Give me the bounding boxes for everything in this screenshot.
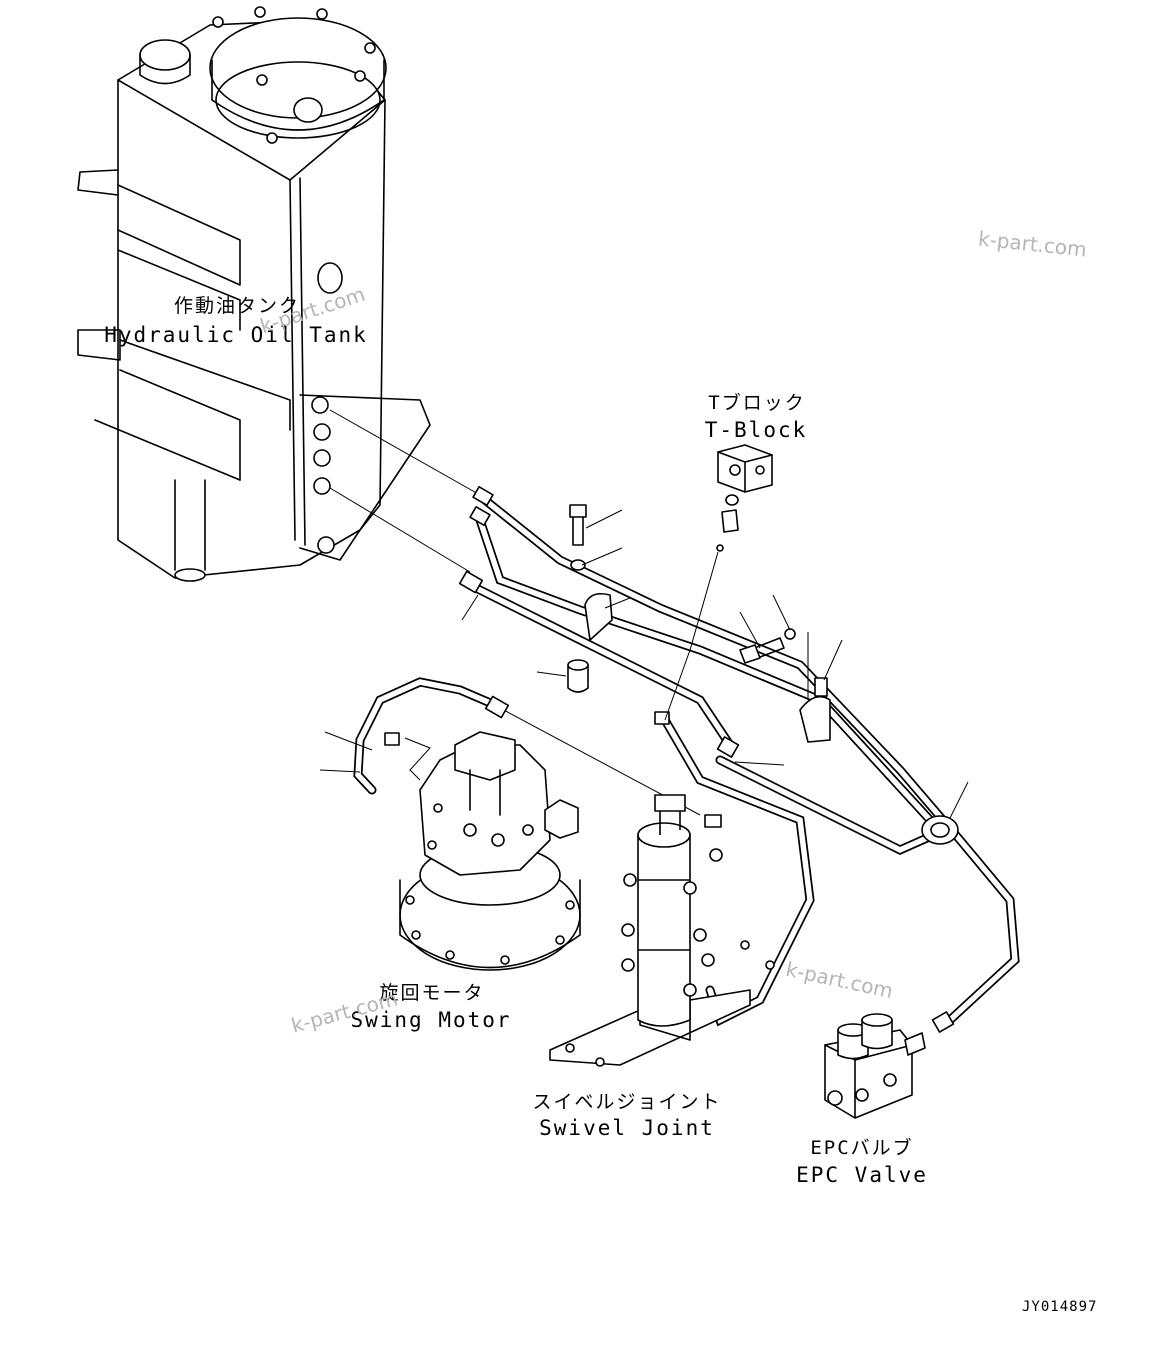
- epc-valve: [824, 1013, 926, 1119]
- drawing-code: JY014897: [1022, 1299, 1098, 1315]
- epc-label-ja: EPCバルブ: [810, 1137, 914, 1159]
- motor-label-ja: 旋回モータ: [379, 982, 485, 1004]
- hose-bundle: [353, 495, 1020, 1027]
- clamps-and-bolts: [567, 504, 959, 845]
- tblock-label-ja: Tブロック: [708, 392, 806, 414]
- swivel-label-en: Swivel Joint: [539, 1116, 715, 1140]
- swing-motor: [399, 731, 581, 971]
- epc-label-en: EPC Valve: [796, 1163, 928, 1187]
- motor-label-en: Swing Motor: [350, 1008, 512, 1032]
- swivel-joint: [549, 794, 775, 1067]
- swivel-label-ja: スイベルジョイント: [532, 1091, 722, 1113]
- tank-label-en: Hydraulic Oil Tank: [104, 323, 368, 347]
- t-block: [664, 444, 773, 721]
- tank-label-ja: 作動油タンク: [173, 295, 301, 317]
- hydraulic-oil-tank: [77, 6, 431, 582]
- tblock-label-en: T-Block: [704, 418, 808, 442]
- fittings: [384, 486, 955, 1033]
- part-leader-lines: [319, 509, 969, 819]
